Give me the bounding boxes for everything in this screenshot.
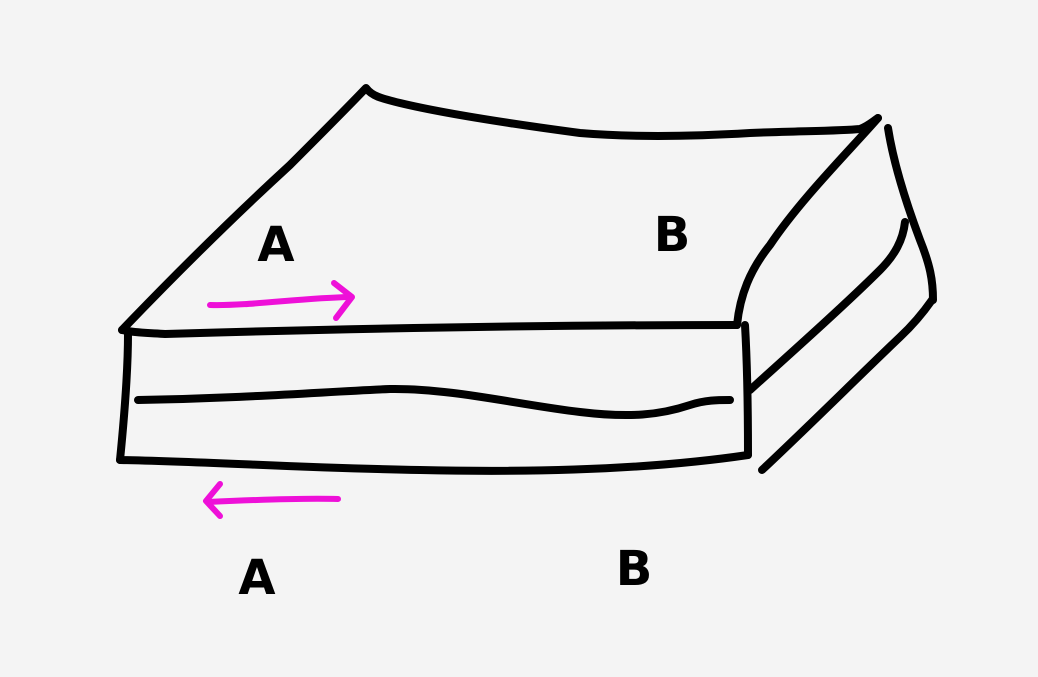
block-right-top-edge [733,114,882,329]
block-front-top-edge [118,321,741,338]
block-top-surface-outline [118,84,882,334]
label-bottom-left: A [238,550,275,606]
block-right-back-edge [884,124,937,304]
label-top-left: A [257,217,294,273]
block-right-bottom-edge [758,296,936,474]
block-front-right-edge [741,321,752,459]
fault-line-side [746,218,909,394]
label-bottom-right: B [616,541,653,597]
block-front-left-edge [116,330,132,464]
block-front-bottom-edge [116,451,752,475]
fault-line-front [134,384,734,420]
label-top-right: B [654,207,691,263]
top-arrow-shaft [207,294,353,309]
top-arrow-head [331,280,355,321]
bottom-arrow-shaft [205,495,341,505]
bottom-arrow-head [203,481,223,519]
